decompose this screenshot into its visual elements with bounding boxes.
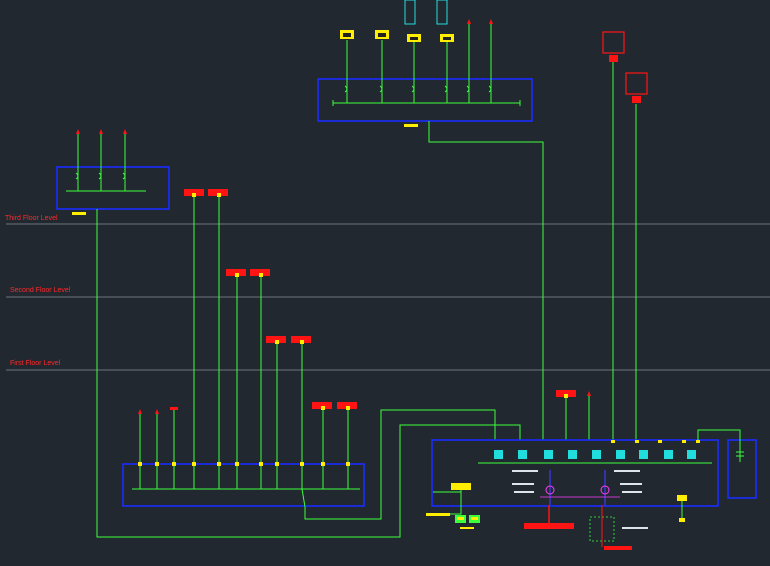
- second-floor-label: Second Floor Level: [10, 287, 71, 294]
- roof-panel-frame: [317, 78, 533, 122]
- third-floor-label: Third Floor Level: [5, 215, 58, 222]
- panel-tag: [72, 212, 86, 215]
- floor-equipment: [138, 31, 648, 414]
- equipment-box: [291, 336, 311, 343]
- arrow-up-icon: [467, 19, 493, 24]
- meter-tag: [451, 483, 471, 490]
- pump-icon: [436, 0, 448, 25]
- capacitor-bank-frame: [727, 439, 757, 499]
- equipment-box: [208, 189, 228, 196]
- generator-feed: [524, 523, 574, 529]
- roof-feeders: [344, 22, 492, 103]
- roof-distribution-board: [317, 0, 533, 127]
- panel-tag: [404, 124, 418, 127]
- pump-icon: [404, 0, 416, 25]
- chiller-unit: [625, 72, 648, 95]
- device-tag: [677, 495, 687, 501]
- riser-cables: [96, 62, 637, 538]
- equipment-box: [266, 336, 286, 343]
- main-switchboard: [426, 429, 757, 550]
- ground-panel-frame: [122, 463, 365, 507]
- first-floor-label: First Floor Level: [10, 360, 61, 367]
- arrow-up-icon: [76, 129, 127, 134]
- breaker-row: [494, 450, 696, 459]
- equipment-box: [556, 390, 576, 397]
- equipment-box: [337, 402, 357, 409]
- equipment-box: [312, 402, 332, 409]
- main-board-frame: [431, 439, 719, 507]
- third-floor-distribution-board: [56, 129, 170, 215]
- equipment-box: [250, 269, 270, 276]
- chiller-unit: [602, 31, 625, 54]
- equipment-box: [226, 269, 246, 276]
- equipment-box: [184, 189, 204, 196]
- arrow-up-icon: [138, 391, 591, 414]
- ground-distribution-board: [122, 462, 365, 508]
- roof-equipment: [340, 0, 493, 42]
- third-floor-panel-frame: [56, 166, 170, 210]
- level-lines: Third Floor Level Second Floor Level Fir…: [5, 215, 770, 371]
